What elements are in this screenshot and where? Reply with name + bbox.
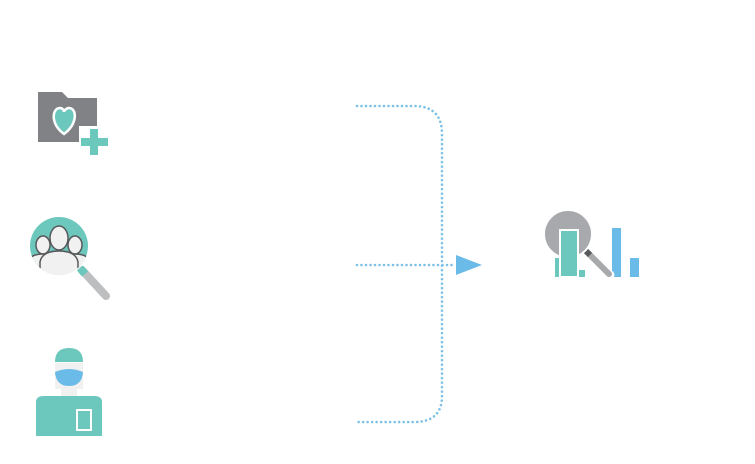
- arrow-head: [456, 255, 482, 275]
- surgeon-icon: [36, 348, 102, 436]
- health-record-folder-icon: [38, 92, 109, 156]
- connector: [355, 104, 458, 424]
- patient-search-icon: [29, 216, 110, 300]
- analytics-search-icon: [543, 209, 639, 280]
